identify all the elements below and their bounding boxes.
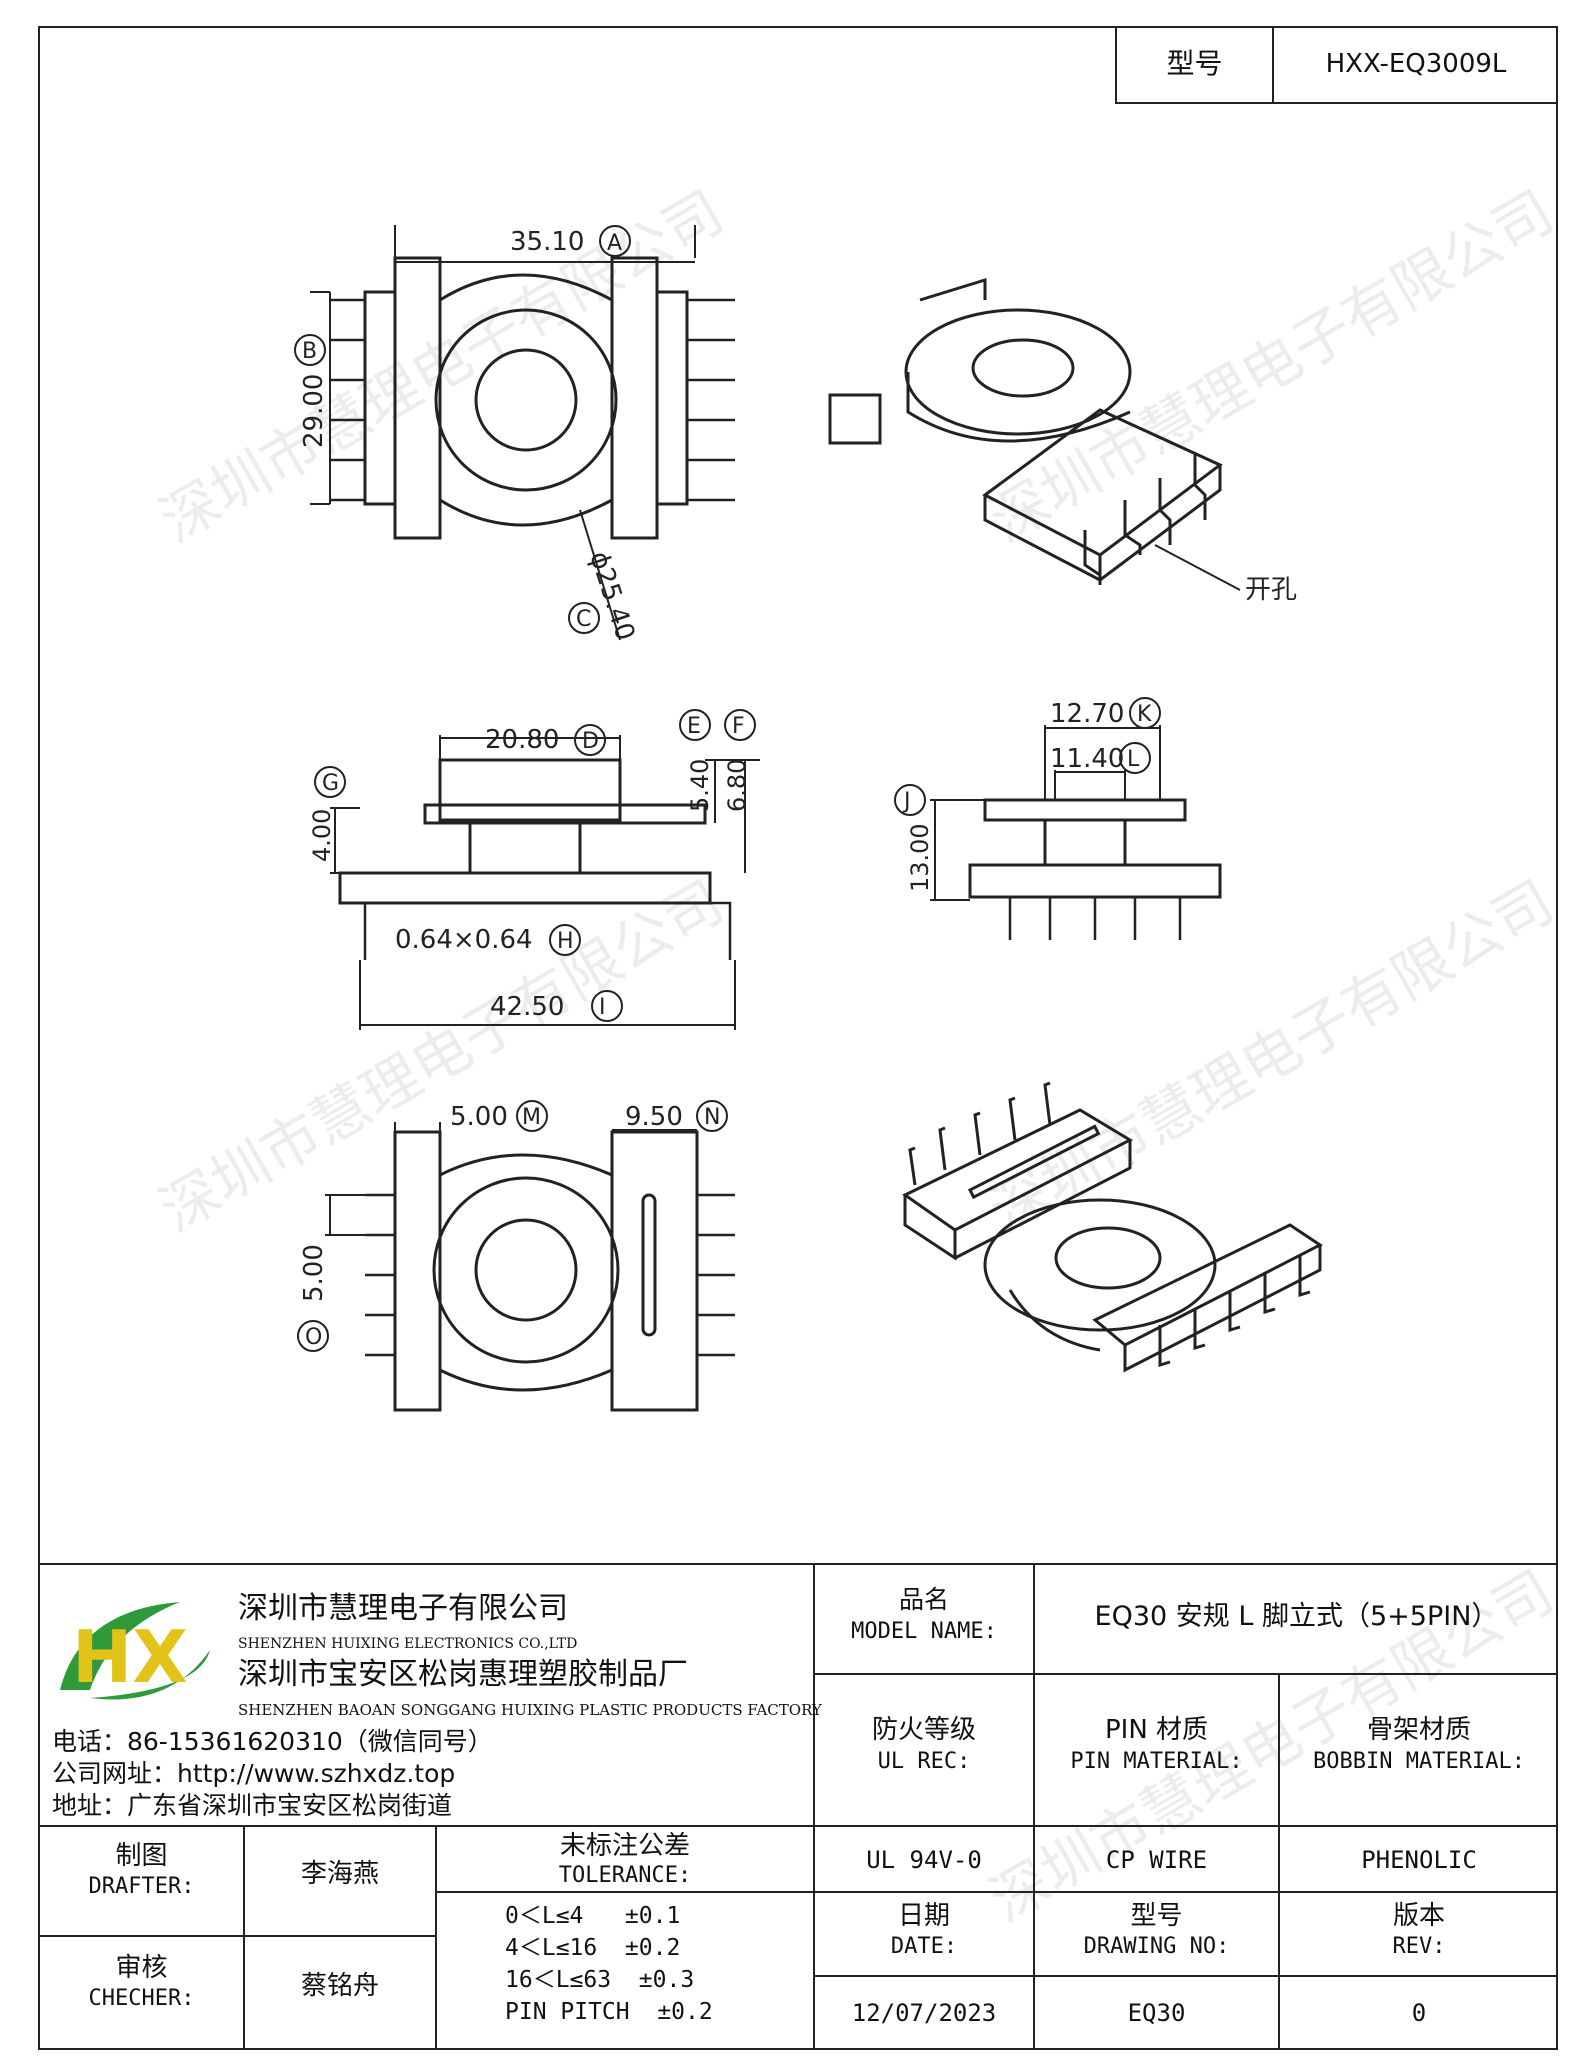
tb-v2	[1033, 1563, 1035, 2050]
tb-h2	[38, 1825, 1558, 1827]
tb-h-drafter	[38, 1935, 435, 1937]
tb-h3	[813, 1891, 1558, 1893]
drawing-no-value: EQ30	[1127, 1999, 1186, 2027]
model-name-label-en: MODEL NAME:	[851, 1619, 997, 1644]
drawing-frame	[38, 26, 1558, 2050]
dim-j-value: 13.00	[906, 823, 934, 892]
dim-g-tag: G	[322, 771, 339, 796]
dim-j-tag: J	[902, 789, 911, 814]
header-model-label: 型号	[1166, 47, 1223, 80]
dim-o-tag: O	[305, 1325, 322, 1350]
dim-i-value: 42.50	[490, 992, 564, 1022]
drawing-no-label-cn: 型号	[1130, 1901, 1183, 1931]
dim-l-tag: L	[1127, 747, 1140, 772]
header-box-top	[1115, 26, 1558, 28]
tb-h4	[813, 1975, 1558, 1977]
dim-i-tag: I	[599, 995, 606, 1020]
model-name-value: EQ30 安规 L 脚立式（5+5PIN）	[1094, 1601, 1499, 1632]
dim-a-value: 35.10	[510, 227, 584, 257]
company-logo: HX	[60, 1602, 210, 1700]
header-box-bottom	[1115, 102, 1558, 104]
company-phone: 电话：86-15361620310（微信同号）	[52, 1727, 493, 1756]
tolerance-line: 4＜L≤16 ±0.2	[505, 1935, 681, 1961]
company-website: 公司网址：http://www.szhxdz.top	[52, 1759, 456, 1788]
date-label-en: DATE:	[890, 1934, 958, 1959]
dim-a-tag: A	[607, 231, 622, 256]
dim-f-value: 6.80	[723, 759, 751, 812]
bobbin-material-value: PHENOLIC	[1361, 1846, 1477, 1874]
tb-v-drafter	[243, 1825, 245, 2050]
date-value: 12/07/2023	[851, 1999, 997, 2027]
dim-b-tag: B	[302, 339, 317, 364]
bobbin-material-label-en: BOBBIN MATERIAL:	[1313, 1749, 1525, 1774]
dim-k-tag: K	[1137, 702, 1152, 727]
header-box-left	[1115, 26, 1117, 104]
dim-m-tag: M	[522, 1105, 541, 1130]
fire-rating-value: UL 94V-0	[866, 1846, 982, 1874]
drafter-label-en: DRAFTER:	[88, 1874, 195, 1899]
company-address: 地址：广东省深圳市宝安区松岗街道	[52, 1791, 453, 1820]
factory-name-cn: 深圳市宝安区松岗惠理塑胶制品厂	[238, 1657, 688, 1692]
bobbin-material-label-cn: 骨架材质	[1366, 1715, 1471, 1745]
rev-label-en: REV:	[1392, 1934, 1446, 1959]
iso-view-top	[828, 277, 1241, 591]
factory-name-en: SHENZHEN BAOAN SONGGANG HUIXING PLASTIC …	[238, 1701, 822, 1719]
date-label-cn: 日期	[897, 1901, 950, 1931]
drafter-name: 李海燕	[300, 1859, 379, 1889]
dim-d-tag: D	[582, 729, 599, 754]
rev-value: 0	[1411, 1999, 1427, 2027]
dim-g-value: 4.00	[308, 809, 336, 862]
dim-n-value: 9.50	[625, 1102, 683, 1132]
checker-label-cn: 审核	[115, 1953, 168, 1983]
dim-o-value: 5.00	[299, 1244, 329, 1302]
tb-v-tol	[435, 1825, 437, 2050]
tolerance-line: 16＜L≤63 ±0.3	[505, 1967, 695, 1993]
company-name-cn: 深圳市慧理电子有限公司	[238, 1591, 568, 1626]
tolerance-label-cn: 未标注公差	[559, 1831, 690, 1861]
dim-h-value: 0.64×0.64	[395, 925, 533, 955]
checker-label-en: CHECHER:	[88, 1986, 195, 2011]
dim-d-value: 20.80	[485, 725, 559, 755]
technical-drawing: 35.10 A 29.00 B ϕ25.40 C 开孔	[294, 225, 1323, 1412]
tb-v3	[1278, 1673, 1280, 2050]
dim-n-tag: N	[704, 1105, 720, 1130]
tolerance-label-en: TOLERANCE:	[558, 1863, 692, 1888]
dim-k-value: 12.70	[1050, 699, 1124, 729]
tb-v-company	[813, 1563, 815, 2050]
pin-material-label-cn: PIN 材质	[1104, 1715, 1209, 1745]
tolerance-line: 0＜L≤4 ±0.1	[505, 1903, 681, 1929]
logo-text: HX	[72, 1615, 188, 1699]
header-model-value: HXX-EQ3009L	[1325, 49, 1507, 79]
side-view	[330, 735, 760, 1030]
fire-rating-label-cn: 防火等级	[871, 1715, 976, 1745]
dim-h-tag: H	[557, 929, 574, 954]
rev-label-cn: 版本	[1392, 1901, 1445, 1931]
tb-h1	[813, 1673, 1558, 1675]
dim-l-value: 11.40	[1050, 744, 1124, 774]
dim-e-value: 5.40	[686, 759, 714, 812]
bottom-view	[325, 1122, 735, 1412]
callout-hole: 开孔	[1245, 575, 1297, 605]
tb-h-tol	[435, 1891, 813, 1893]
model-name-label-cn: 品名	[898, 1585, 949, 1614]
tolerance-line: PIN PITCH ±0.2	[505, 1999, 713, 2025]
dim-f-tag: F	[732, 714, 745, 739]
dim-c-tag: C	[576, 607, 591, 632]
tb-top	[38, 1563, 1558, 1565]
dim-e-tag: E	[687, 714, 701, 739]
checker-name: 蔡铭舟	[300, 1971, 379, 2001]
drafter-label-cn: 制图	[115, 1841, 168, 1871]
pin-material-value: CP WIRE	[1105, 1846, 1208, 1874]
pin-material-label-en: PIN MATERIAL:	[1070, 1749, 1243, 1774]
header-box-mid	[1272, 26, 1274, 104]
dim-b-value: 29.00	[299, 374, 329, 448]
company-name-en: SHENZHEN HUIXING ELECTRONICS CO.,LTD	[238, 1636, 578, 1652]
iso-view-bottom	[902, 1081, 1323, 1373]
fire-rating-label-en: UL REC:	[877, 1749, 971, 1774]
dim-m-value: 5.00	[450, 1102, 508, 1132]
drawing-no-label-en: DRAWING NO:	[1083, 1934, 1230, 1959]
top-view	[310, 225, 735, 641]
